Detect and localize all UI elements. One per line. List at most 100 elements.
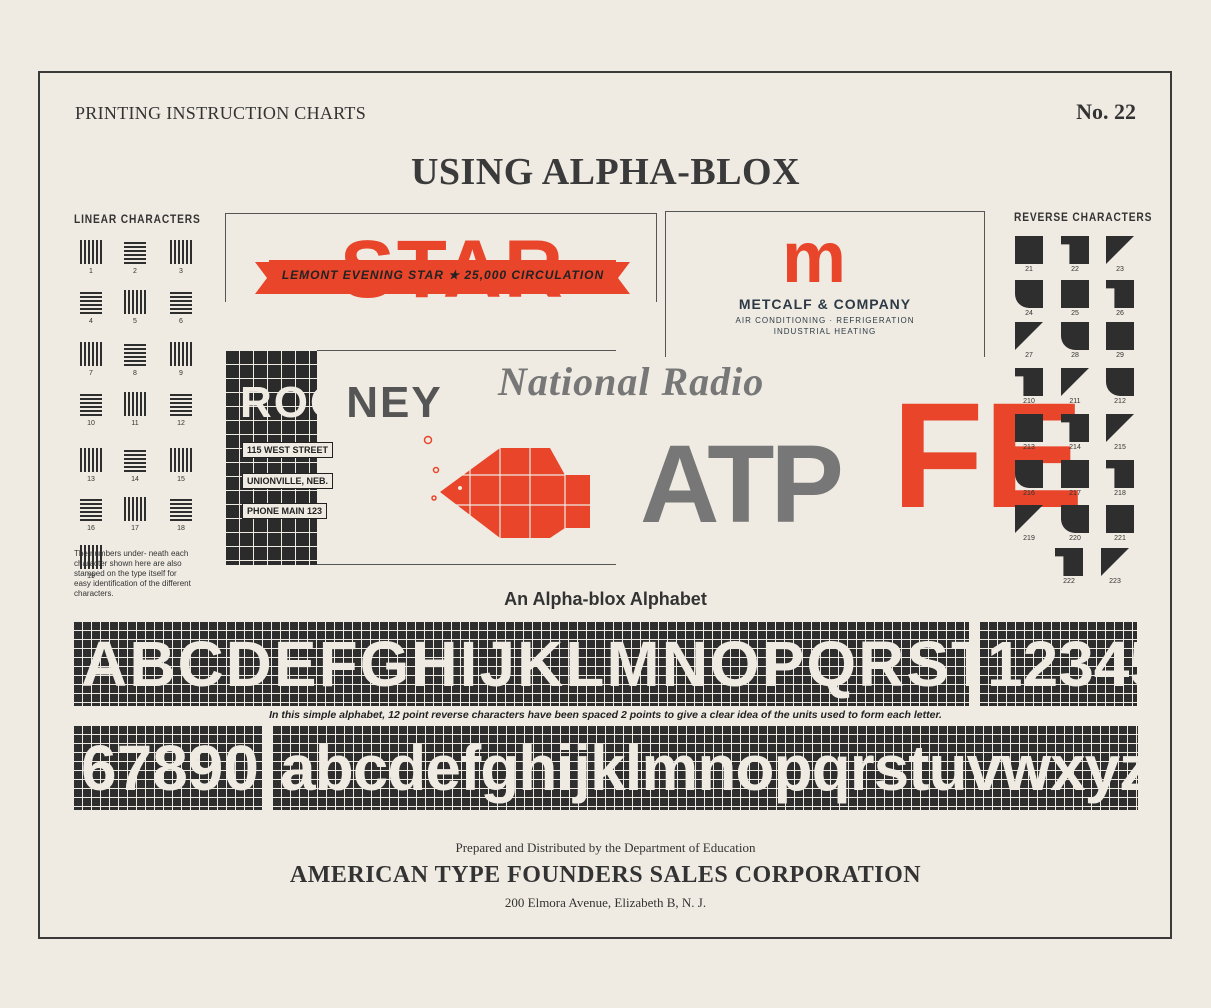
alphabet-strip-numbers-2: 67890 [73, 725, 263, 810]
reverse-character-220 [1061, 505, 1089, 533]
page-title: USING ALPHA-BLOX [410, 151, 801, 193]
reverse-character-number: 26 [1116, 310, 1124, 317]
linear-character-number: 5 [133, 318, 137, 325]
reverse-characters-label: REVERSE CHARACTERS [1014, 210, 1153, 224]
linear-character-7 [80, 342, 102, 366]
reverse-character-24 [1015, 280, 1043, 308]
reverse-character-number: 215 [1114, 444, 1126, 451]
reverse-character-number: 21 [1025, 266, 1033, 273]
linear-character-8 [124, 342, 146, 366]
linear-character-3 [170, 240, 192, 264]
reverse-character-number: 29 [1116, 352, 1124, 359]
footer-address: 200 Elmora Avenue, Elizabeth B, N. J. [504, 895, 707, 910]
reverse-character-number: 214 [1069, 444, 1081, 451]
star-banner-shape [255, 260, 630, 294]
fe-monogram-f: FE [892, 380, 1084, 530]
alphabet-title: An Alpha-blox Alphabet [504, 589, 707, 609]
reverse-character-number: 211 [1069, 398, 1081, 405]
linear-character-number: 9 [179, 370, 183, 377]
atp-word: ATP [640, 423, 844, 546]
linear-character-18 [170, 497, 192, 521]
alphabet-strip-lowercase: abcdefghijklmnopqrstuvwxyz [272, 725, 1138, 810]
reverse-character-number: 216 [1023, 490, 1035, 497]
rooney-word-dark: NEY [346, 378, 443, 427]
fe-monogram: FE [892, 371, 1084, 539]
reverse-character-number: 223 [1109, 578, 1121, 585]
linear-note: The numbers under- neath each character … [74, 549, 191, 598]
reverse-character-217 [1061, 460, 1089, 488]
reverse-character-29 [1106, 322, 1134, 350]
star-panel-frame [225, 213, 657, 302]
numbers-6-0: 67890 [81, 731, 259, 804]
reverse-character-number: 222 [1063, 578, 1075, 585]
linear-character-13 [80, 448, 102, 472]
linear-character-10 [80, 392, 102, 416]
metcalf-name: METCALF & COMPANY [738, 296, 912, 312]
linear-character-number: 3 [179, 268, 183, 275]
linear-character-4 [80, 290, 102, 314]
metcalf-logo: m [782, 218, 847, 298]
linear-character-19 [80, 545, 102, 569]
reverse-character-216 [1015, 460, 1043, 488]
reverse-character-25 [1061, 280, 1089, 308]
linear-character-number: 14 [131, 476, 139, 483]
page-border [38, 71, 1172, 939]
reverse-character-number: 217 [1069, 490, 1081, 497]
linear-character-number: 18 [177, 525, 185, 532]
reverse-character-213 [1015, 414, 1043, 442]
linear-character-number: 12 [177, 420, 185, 427]
reverse-character-number: 27 [1025, 352, 1033, 359]
linear-character-5 [124, 290, 146, 314]
reverse-character-number: 220 [1069, 535, 1081, 542]
linear-character-15 [170, 448, 192, 472]
linear-character-17 [124, 497, 146, 521]
metcalf-line2: INDUSTRIAL HEATING [773, 327, 877, 336]
linear-character-6 [170, 290, 192, 314]
reverse-character-number: 22 [1071, 266, 1079, 273]
linear-character-number: 8 [133, 370, 137, 377]
rooney-address-2: UNIONVILLE, NEB. [242, 473, 334, 489]
fish-illustration [423, 435, 590, 538]
star-banner-text: LEMONT EVENING STAR ★ 25,000 CIRCULATION [281, 268, 605, 282]
linear-character-number: 2 [133, 268, 137, 275]
linear-character-9 [170, 342, 192, 366]
linear-character-14 [124, 448, 146, 472]
linear-character-number: 1 [89, 268, 93, 275]
linear-characters-label: LINEAR CHARACTERS [74, 212, 201, 226]
rooney-grid-block [225, 350, 317, 565]
reverse-character-number: 25 [1071, 310, 1079, 317]
linear-character-number: 16 [87, 525, 95, 532]
linear-character-number: 6 [179, 318, 183, 325]
linear-character-12 [170, 392, 192, 416]
reverse-character-number: 221 [1114, 535, 1126, 542]
linear-character-number: 11 [131, 420, 139, 427]
linear-character-number: 13 [87, 476, 95, 483]
reverse-character-number: 212 [1114, 398, 1126, 405]
reverse-character-number: 218 [1114, 490, 1126, 497]
chart-number: No. 22 [1076, 99, 1136, 124]
linear-character-number: 10 [87, 420, 95, 427]
linear-character-11 [124, 392, 146, 416]
series-title: PRINTING INSTRUCTION CHARTS [75, 103, 367, 123]
reverse-character-number: 213 [1023, 444, 1035, 451]
alphabet-strip-uppercase: ABCDEFGHIJKLMNOPQRSTUVWXYZ [73, 621, 969, 706]
linear-character-number: 19 [87, 573, 95, 580]
reverse-character-221 [1106, 505, 1134, 533]
reverse-character-number: 23 [1116, 266, 1124, 273]
linear-character-2 [124, 240, 146, 264]
metcalf-line1: AIR CONDITIONING · REFRIGERATION [735, 316, 915, 325]
linear-character-number: 17 [131, 525, 139, 532]
linear-character-16 [80, 497, 102, 521]
rooney-address-1: 115 WEST STREET [242, 442, 334, 458]
linear-character-number: 4 [89, 318, 93, 325]
metcalf-panel-frame [665, 211, 985, 357]
rooney-address-3: PHONE MAIN 123 [242, 503, 328, 519]
reverse-character-number: 219 [1023, 535, 1035, 542]
linear-character-number: 15 [177, 476, 185, 483]
alphabet-caption: In this simple alphabet, 12 point revers… [269, 709, 942, 721]
linear-character-1 [80, 240, 102, 264]
reverse-character-number: 28 [1071, 352, 1079, 359]
footer-company: AMERICAN TYPE FOUNDERS SALES CORPORATION [289, 862, 922, 888]
